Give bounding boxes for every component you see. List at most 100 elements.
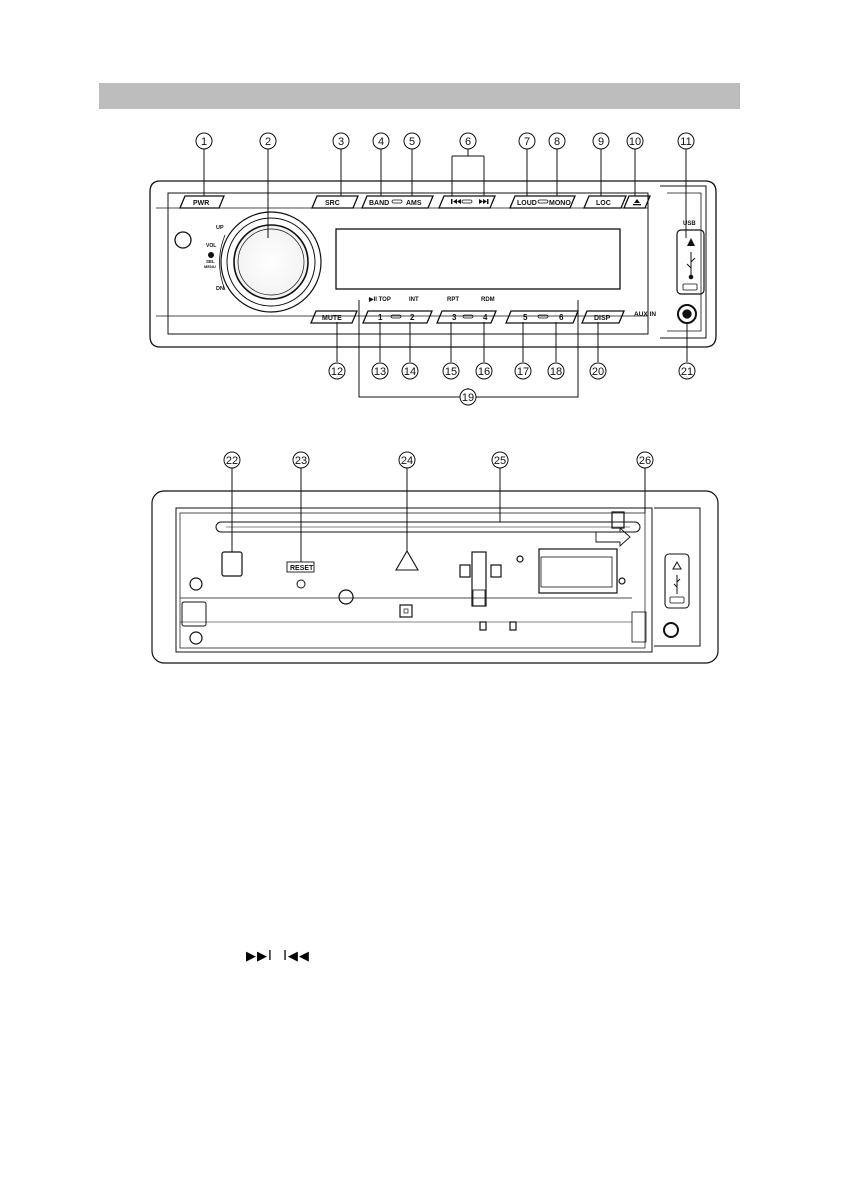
callout-22 <box>223 451 241 469</box>
front-callout-numbers: 1 2 3 4 5 6 7 8 9 10 11 12 13 14 15 16 1… <box>201 136 693 404</box>
callout-18 <box>547 362 565 380</box>
disp-button-shape[interactable] <box>581 310 625 324</box>
rear-usb-frame <box>654 507 701 647</box>
rear-panel <box>151 490 719 664</box>
callout-10 <box>626 132 644 150</box>
knob-dn-label: DN <box>216 286 224 292</box>
rear-slot-2 <box>509 621 517 631</box>
disp-label: DISP <box>594 315 611 322</box>
rear-usb-eject-icon <box>672 560 682 570</box>
callout-16-number: 16 <box>478 366 490 378</box>
loud-mono-button-shape[interactable] <box>509 195 576 209</box>
callout-2 <box>259 132 277 150</box>
knob-menu-label: MENU <box>204 264 216 269</box>
rear-panel-labels: RESET <box>290 560 682 594</box>
rear-usb-slot <box>669 596 685 604</box>
callout-6 <box>459 132 477 150</box>
loc-button-shape[interactable] <box>583 195 627 209</box>
eject-button-shape[interactable] <box>623 195 651 209</box>
rear-holder <box>538 548 618 594</box>
callout-13-number: 13 <box>374 366 386 378</box>
rear-triangle-marker <box>395 549 419 571</box>
callout-22-number: 22 <box>226 455 238 467</box>
callout-25 <box>491 451 509 469</box>
knob-sel-label: SEL <box>206 259 215 264</box>
callout-15 <box>442 362 460 380</box>
callout-7 <box>518 132 536 150</box>
callout-14 <box>401 362 419 380</box>
band-ams-button-shape[interactable] <box>361 195 434 209</box>
band-label: BAND <box>369 200 389 207</box>
top-label: ▶II TOP <box>368 296 391 303</box>
rear-callout-numbers: 22 23 24 25 26 <box>226 455 651 467</box>
int-label: INT <box>409 297 419 303</box>
callout-8 <box>548 132 566 150</box>
knob-up-label: UP <box>216 225 224 231</box>
callout-5-number: 5 <box>409 136 415 148</box>
pwr-label: PWR <box>193 200 209 207</box>
preset-3-4-button-shape[interactable] <box>436 310 497 324</box>
rear-aux-jack[interactable] <box>663 622 679 638</box>
loud-mono-divider <box>537 199 549 204</box>
mono-label: MONO <box>549 200 571 207</box>
callout-5 <box>403 132 421 150</box>
callout-8-number: 8 <box>554 136 560 148</box>
preset-6-label: 6 <box>559 313 564 322</box>
front-callouts <box>195 132 696 406</box>
pwr-button-shape[interactable] <box>179 195 225 209</box>
volume-knob-ring[interactable] <box>226 217 316 307</box>
mute-button-shape[interactable] <box>310 310 358 324</box>
callout-26 <box>636 451 654 469</box>
preset-5-6-button-shape[interactable] <box>505 310 579 324</box>
preset-2-label: 2 <box>410 313 415 322</box>
reset-hole[interactable] <box>296 579 306 589</box>
src-button-shape[interactable] <box>311 195 359 209</box>
loud-label: LOUD <box>517 200 537 207</box>
faceplate-body <box>167 192 649 335</box>
reset-label: RESET <box>290 565 314 572</box>
aux-in-label: AUX IN <box>634 311 656 318</box>
callout-12-number: 12 <box>331 366 343 378</box>
callout-3 <box>332 132 350 150</box>
display-window <box>335 228 621 290</box>
leader-6 <box>451 149 485 196</box>
callout-9-number: 9 <box>598 136 604 148</box>
usb-port-housing[interactable] <box>676 229 705 295</box>
rear-small-square-inner <box>403 608 409 614</box>
callout-19 <box>459 388 477 406</box>
callout-11-number: 11 <box>680 136 691 148</box>
callout-13 <box>371 362 389 380</box>
volume-knob[interactable] <box>233 224 309 300</box>
preset-3-4-divider <box>462 314 474 319</box>
rear-top-clip <box>611 511 625 529</box>
rear-left-connector <box>181 601 207 627</box>
aux-in-jack-hole <box>682 309 692 319</box>
rear-right-connector <box>631 611 647 643</box>
callout-6-number: 6 <box>465 136 471 148</box>
knob-vol-label: VOL <box>206 243 216 249</box>
callout-23 <box>292 451 310 469</box>
callout-16 <box>475 362 493 380</box>
preset-3-label: 3 <box>452 313 457 322</box>
rpt-label: RPT <box>447 297 459 303</box>
front-panel-labels: PWR SRC BAND AMS LOUD MONO LOC MUTE 1 2 … <box>193 199 696 322</box>
preset-1-2-button-shape[interactable] <box>362 310 433 324</box>
callout-1 <box>195 132 213 150</box>
rear-small-square <box>399 604 413 618</box>
callout-2-number: 2 <box>265 136 271 148</box>
ir-sensor <box>174 231 192 249</box>
volume-knob-ring-outer[interactable] <box>220 211 322 313</box>
preset-5-label: 5 <box>523 313 528 322</box>
ams-label: AMS <box>406 200 422 207</box>
seek-button-shape[interactable] <box>438 195 496 209</box>
callout-4 <box>372 132 390 150</box>
rear-usb-port[interactable] <box>664 553 690 609</box>
callout-23-number: 23 <box>295 455 307 467</box>
volume-knob-inner <box>237 228 305 296</box>
callout-3-number: 3 <box>338 136 344 148</box>
screw-bottom-left <box>189 631 203 645</box>
preset-4-label: 4 <box>483 313 488 322</box>
rear-arrow-indicator <box>595 526 631 548</box>
prev-track-icon <box>451 199 461 204</box>
